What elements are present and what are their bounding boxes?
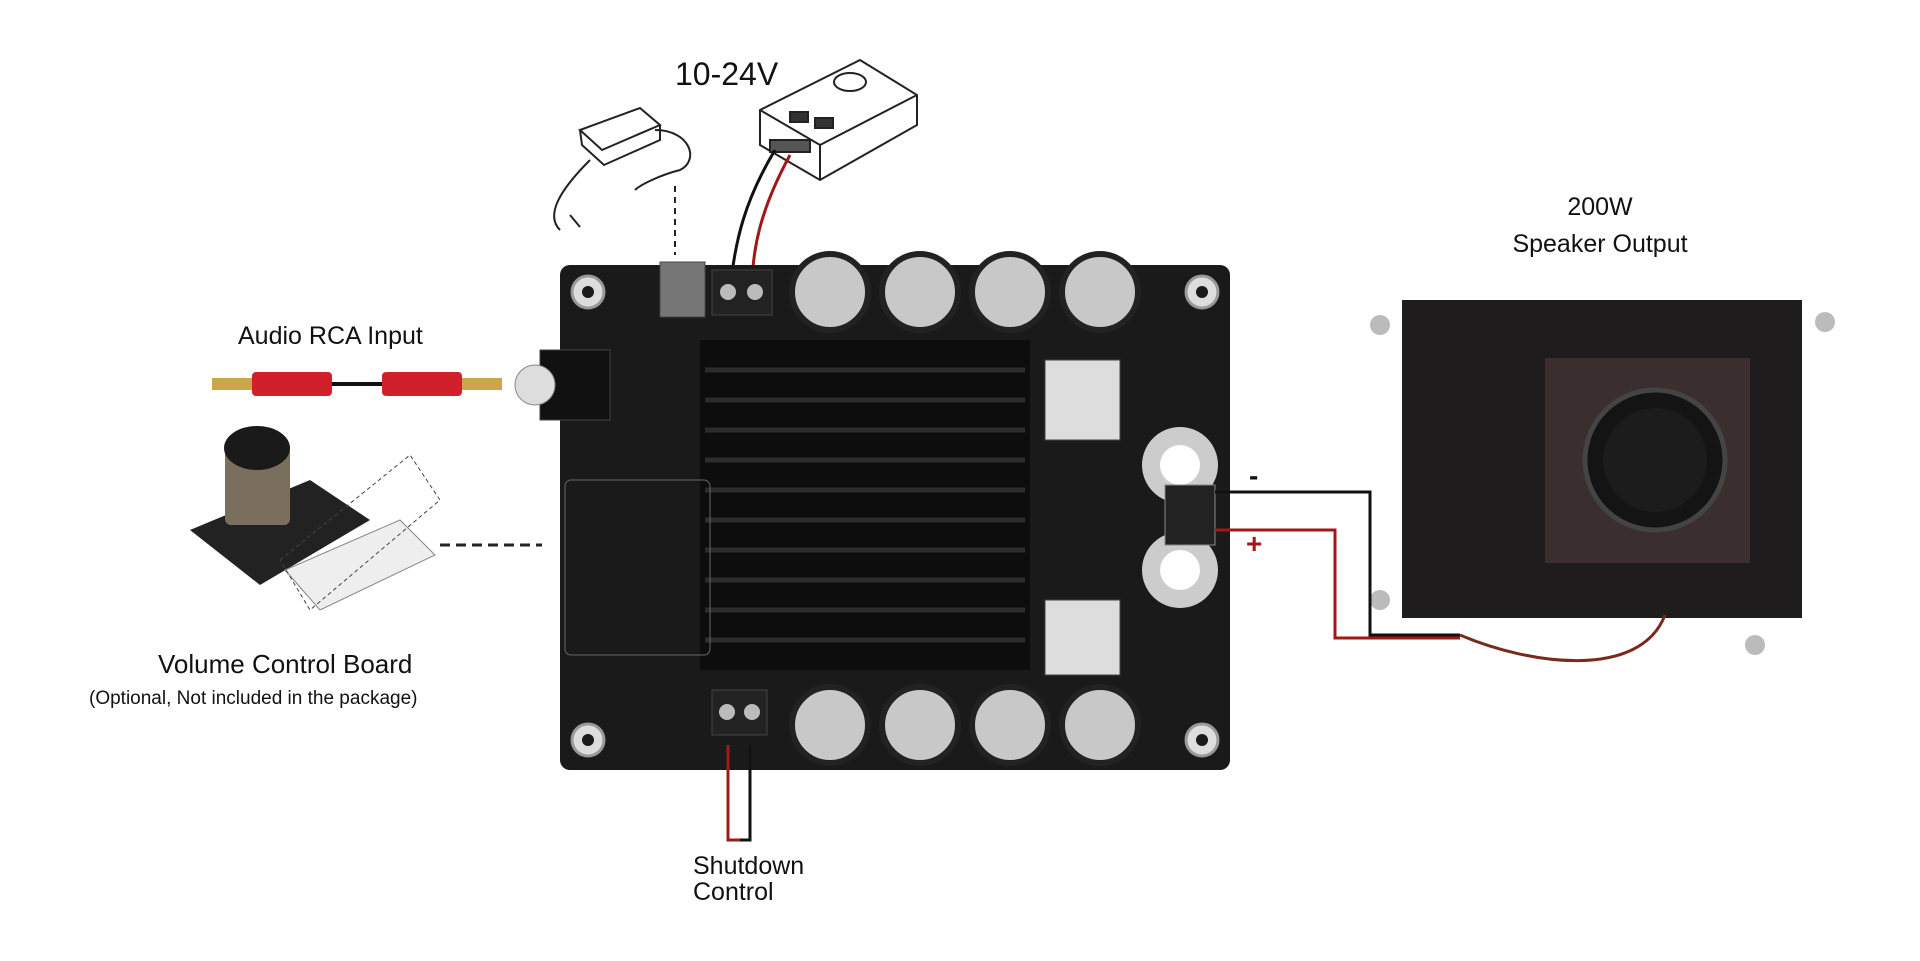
power-adapter-illustration: [553, 106, 692, 231]
volume-control-board-illustration: [190, 426, 441, 611]
shutdown-wire-black: [740, 745, 752, 842]
heatsink: [700, 340, 1030, 670]
power-voltage-label: 10-24V: [675, 56, 779, 92]
shutdown-wire-red: [726, 745, 740, 842]
speaker-wire-negative: [1215, 490, 1460, 637]
speaker-output-label: Speaker Output: [1512, 230, 1688, 258]
capacitors: [789, 251, 1141, 766]
volume-board-label: Volume Control Board: [158, 649, 413, 679]
speaker-illustration: [1370, 300, 1835, 655]
rca-cable-illustration: [212, 372, 502, 396]
shutdown-label-line2: Control: [693, 878, 774, 906]
power-supply-illustration: [759, 58, 918, 182]
volume-board-note: (Optional, Not included in the package): [89, 688, 418, 709]
shutdown-label-line1: Shutdown: [693, 852, 805, 880]
speaker-wire-positive: [1215, 528, 1460, 640]
positive-terminal-label: +: [1246, 528, 1263, 559]
audio-input-label: Audio RCA Input: [238, 322, 423, 350]
speaker-power-label: 200W: [1567, 193, 1633, 221]
amplifier-board: [514, 251, 1230, 770]
negative-terminal-label: -: [1249, 460, 1259, 491]
